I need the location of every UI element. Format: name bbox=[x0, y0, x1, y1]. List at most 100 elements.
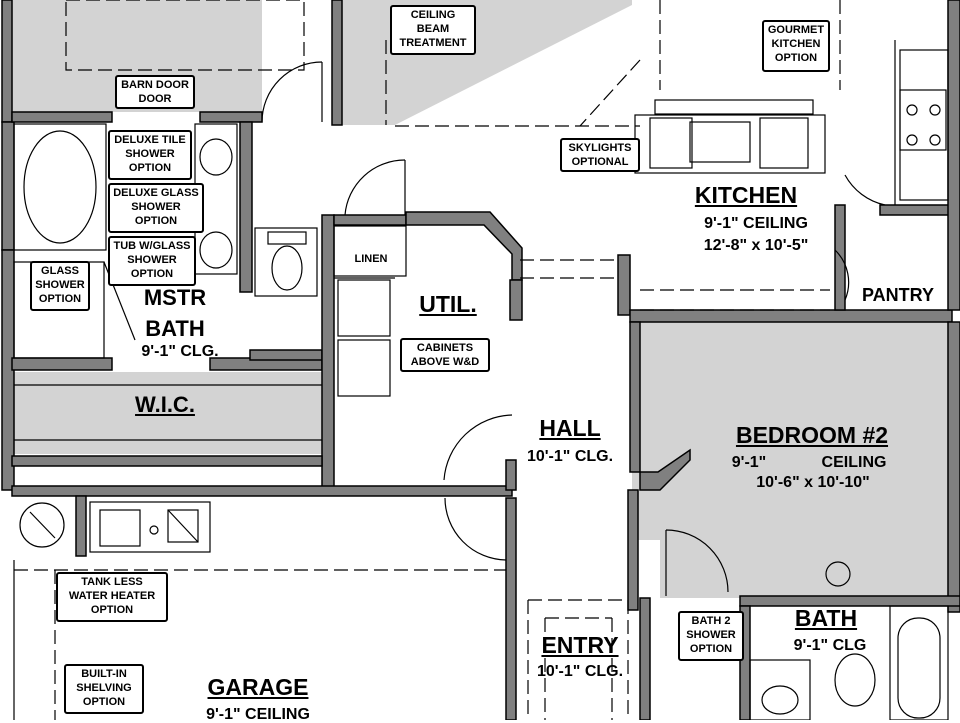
wall-mb-top bbox=[11, 111, 113, 123]
utility-sink-basin bbox=[99, 509, 141, 547]
skylights-option: SKYLIGHTS OPTIONAL bbox=[560, 138, 640, 172]
kitchen-cooktop-right bbox=[759, 117, 809, 169]
toilet-bowl bbox=[271, 245, 303, 291]
bedroom2-ceiling-left: 9'-1" bbox=[731, 454, 767, 471]
shade-bedroom bbox=[632, 322, 952, 598]
ceiling-beam-option: CEILING BEAM TREATMENT bbox=[390, 5, 476, 55]
tub bbox=[23, 130, 97, 244]
bath-tub-inner bbox=[897, 617, 941, 719]
util-shelf bbox=[333, 225, 407, 277]
hall-name: HALL bbox=[539, 415, 601, 441]
toilet-tank bbox=[267, 231, 307, 245]
bath-sink bbox=[761, 685, 799, 715]
wall-garage-top bbox=[11, 485, 513, 497]
bedroom2-size: 10'-6" x 10'-10" bbox=[756, 474, 870, 491]
bath2-shower-option: BATH 2 SHOWER OPTION bbox=[678, 611, 744, 661]
linen-name: LINEN bbox=[354, 253, 388, 265]
bath-tub bbox=[889, 605, 949, 720]
wall-bath-bottom bbox=[249, 349, 323, 361]
util-washer bbox=[337, 339, 391, 397]
door-arc-bed bbox=[665, 529, 729, 593]
bath-toilet bbox=[834, 653, 876, 707]
mstr-bath-ceiling: 9'-1" CLG. bbox=[141, 343, 219, 360]
wall-mstr-right bbox=[239, 121, 253, 293]
hall-ceiling: 10'-1" CLG. bbox=[526, 448, 614, 465]
kitchen-cooktop-left bbox=[649, 117, 693, 169]
wall-bed-top bbox=[629, 309, 953, 323]
panel-diag bbox=[167, 509, 199, 543]
door-arc-pantry bbox=[844, 174, 886, 206]
kitchen-name: KITCHEN bbox=[694, 182, 798, 208]
door-arc-garage bbox=[444, 497, 507, 561]
cabinets-wd-option: CABINETS ABOVE W&D bbox=[400, 338, 490, 372]
panel bbox=[167, 509, 199, 543]
wall-wic-bottom bbox=[11, 455, 323, 467]
tub-deck bbox=[13, 123, 107, 251]
wall-util-left bbox=[321, 214, 335, 491]
deluxe-glass-shower-option: DELUXE GLASS SHOWER OPTION bbox=[108, 183, 204, 233]
wall-util-diag bbox=[405, 211, 523, 281]
door-arc-kitchen bbox=[834, 249, 850, 301]
door-arc bbox=[261, 61, 323, 123]
dashed-room-top bbox=[65, 0, 305, 71]
bath-ceiling: 9'-1" CLG bbox=[793, 637, 867, 654]
util-name: UTIL. bbox=[419, 291, 477, 317]
wall-kitchen-pantry bbox=[834, 204, 846, 311]
wall-garage-mid bbox=[75, 495, 87, 557]
mstr-bath-name-1: MSTR bbox=[143, 285, 207, 310]
burner bbox=[906, 134, 918, 146]
entry-name: ENTRY bbox=[541, 632, 619, 658]
gourmet-kitchen-option: GOURMET KITCHEN OPTION bbox=[762, 20, 830, 72]
toilet-room bbox=[254, 227, 318, 297]
wall-mb-top-b bbox=[199, 111, 263, 123]
garage-name: GARAGE bbox=[207, 674, 309, 700]
mstr-bath-name-2: BATH bbox=[145, 316, 205, 341]
shade-top-left bbox=[12, 0, 262, 112]
bath-name: BATH bbox=[794, 605, 858, 631]
kitchen-ceiling: 9'-1" CEILING bbox=[704, 215, 808, 232]
utility-sink bbox=[89, 501, 211, 553]
sink-2 bbox=[199, 231, 233, 269]
glass-shower-option: GLASS SHOWER OPTION bbox=[30, 261, 90, 311]
kitchen-sink bbox=[689, 121, 751, 163]
sink-1 bbox=[199, 138, 233, 176]
bedroom2-name: BEDROOM #2 bbox=[735, 422, 889, 448]
range-top bbox=[899, 89, 947, 151]
built-in-shelving-option: BUILT-IN SHELVING OPTION bbox=[64, 664, 144, 714]
wall-left-bath bbox=[1, 121, 15, 251]
wall-top-right bbox=[947, 0, 960, 311]
wall-bed-diag bbox=[639, 448, 691, 491]
tankless-water-heater-option: TANK LESS WATER HEATER OPTION bbox=[56, 572, 168, 622]
bath-vanity bbox=[749, 659, 811, 720]
water-heater bbox=[19, 502, 65, 548]
tub-glass-shower-option: TUB W/GLASS SHOWER OPTION bbox=[108, 236, 196, 286]
wall-pantry-top bbox=[879, 204, 951, 216]
wall-util-top bbox=[333, 214, 407, 226]
wall-bed-right bbox=[947, 321, 960, 613]
wall-mstr-bottom bbox=[11, 357, 113, 371]
pantry-name: PANTRY bbox=[862, 285, 934, 305]
door-arc-hall bbox=[443, 414, 513, 481]
kitchen-sink-counter bbox=[634, 114, 826, 174]
wall-entry-left bbox=[505, 497, 517, 720]
garage-ceiling: 9'-1" CEILING bbox=[206, 706, 310, 723]
burner bbox=[929, 104, 941, 116]
water-heater-line bbox=[29, 511, 56, 539]
wall-bed-left bbox=[629, 321, 641, 473]
thin-lines bbox=[13, 0, 949, 720]
wall-bed-left-low bbox=[627, 489, 639, 611]
wic-name: W.I.C. bbox=[135, 392, 195, 417]
barn-door-option: BARN DOOR DOOR bbox=[115, 75, 195, 109]
kitchen-island bbox=[654, 99, 814, 115]
deluxe-tile-shower-option: DELUXE TILE SHOWER OPTION bbox=[108, 130, 192, 180]
burner bbox=[929, 134, 941, 146]
burner bbox=[906, 104, 918, 116]
bedroom-fan bbox=[825, 561, 851, 587]
util-dryer bbox=[337, 279, 391, 337]
wall-util-right bbox=[509, 279, 523, 321]
wall-bed-bottom bbox=[739, 595, 960, 607]
door-arc-linen bbox=[344, 159, 406, 216]
wall-top-stub bbox=[331, 0, 343, 126]
bedroom2-ceiling-right: CEILING bbox=[821, 454, 887, 471]
